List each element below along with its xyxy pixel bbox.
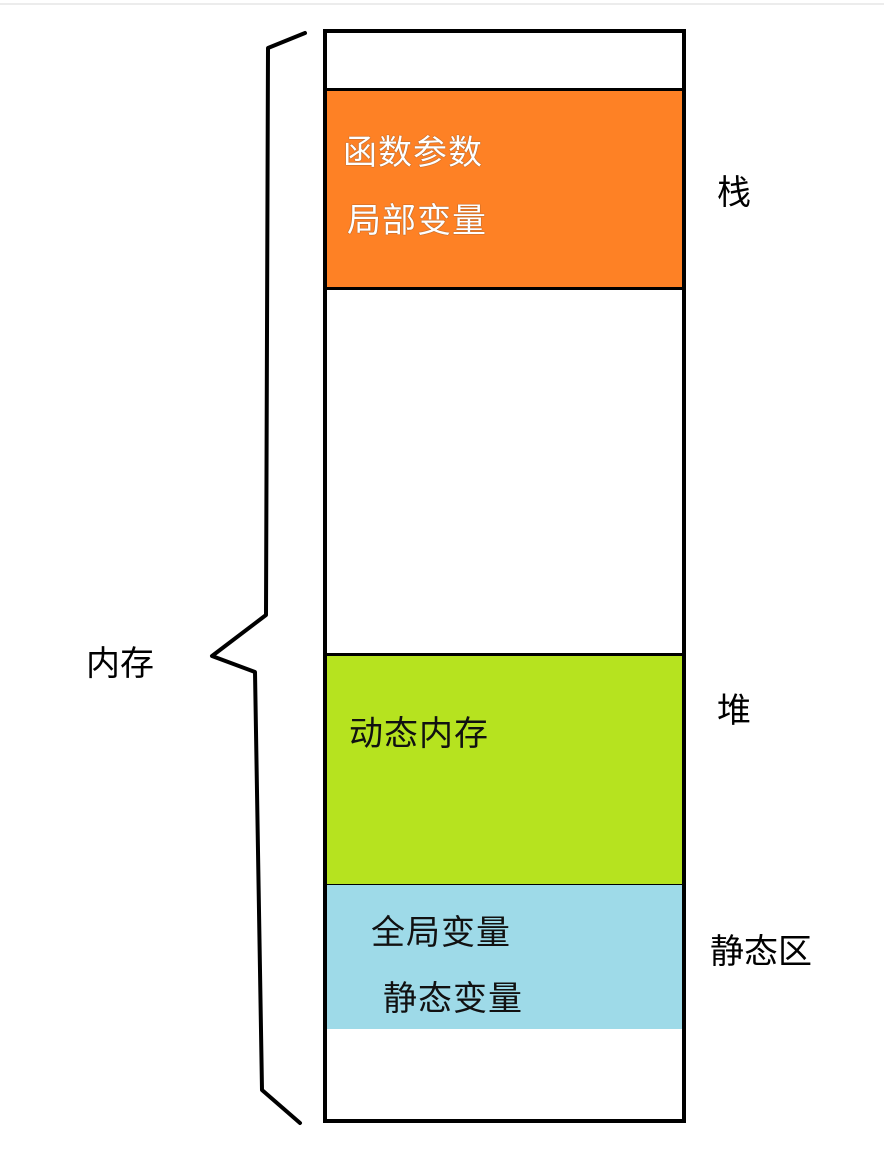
static-line-global-vars: 全局变量: [371, 913, 511, 953]
memory-layout-box: 函数参数 局部变量 动态内存 全局变量 静态变量: [323, 29, 686, 1123]
stack-line-local-vars: 局部变量: [347, 201, 487, 241]
static-area-label: 静态区: [710, 932, 812, 972]
stack-region: 函数参数 局部变量: [327, 88, 682, 290]
stack-label: 栈: [717, 173, 751, 213]
stack-line-function-params: 函数参数: [343, 133, 483, 173]
heap-label: 堆: [717, 691, 751, 731]
static-region: 全局变量 静态变量: [327, 885, 682, 1029]
top-border-line: [0, 3, 884, 5]
heap-region: 动态内存: [327, 653, 682, 887]
heap-line-dynamic-memory: 动态内存: [349, 714, 489, 754]
memory-label: 内存: [86, 644, 154, 684]
static-line-static-vars: 静态变量: [383, 979, 523, 1019]
